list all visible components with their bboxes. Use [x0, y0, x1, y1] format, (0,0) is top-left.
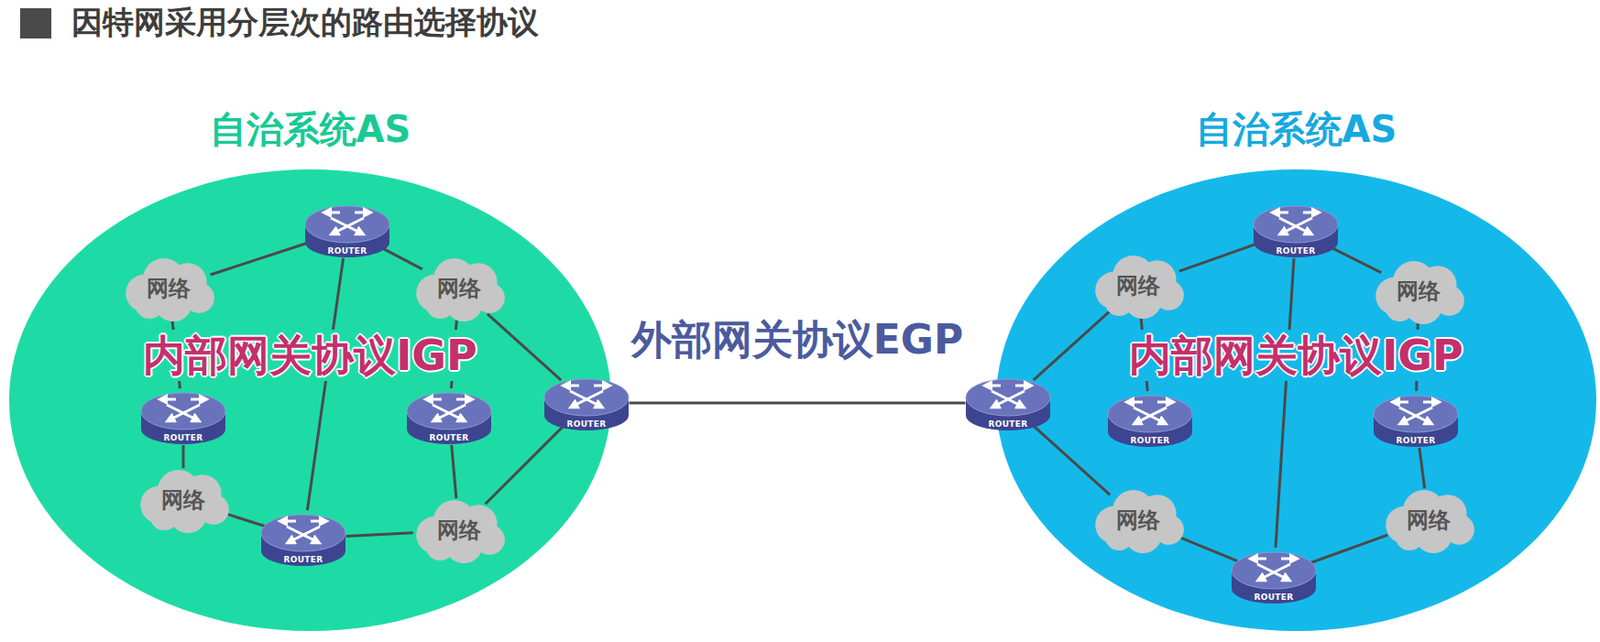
- router-arrow: [168, 405, 200, 421]
- router-top: [261, 515, 346, 552]
- router-arrow: [332, 218, 364, 234]
- router-label: ROUTER: [164, 433, 204, 444]
- router-icon: ROUTER: [1371, 390, 1460, 450]
- cloud-label: 网络: [437, 516, 482, 545]
- system-heading: 自治系统AS: [8, 107, 613, 152]
- cloud-label: 网络: [146, 274, 191, 303]
- router-icon: ROUTER: [1251, 200, 1340, 260]
- router-arrow: [354, 211, 370, 215]
- router-arrow: [1281, 558, 1296, 561]
- router-arrow: [564, 384, 580, 388]
- router-icon: ROUTER: [964, 373, 1053, 433]
- router-arrow: [288, 526, 320, 543]
- network-cloud: 网络: [411, 497, 507, 564]
- router-label: ROUTER: [1130, 436, 1171, 447]
- router-icon: ROUTER: [1229, 547, 1318, 606]
- network-cloud: 网络: [1380, 487, 1477, 554]
- router-top: [1231, 552, 1316, 590]
- router-top: [141, 393, 226, 430]
- router-arrow: [986, 384, 1001, 388]
- link-label-holder: 外部网关协议EGP: [631, 317, 964, 364]
- router-icon: ROUTER: [1106, 390, 1195, 450]
- system-heading: 自治系统AS: [995, 107, 1598, 152]
- network-cloud: 网络: [1370, 258, 1467, 325]
- router-label: ROUTER: [988, 419, 1029, 430]
- router-label: ROUTER: [429, 433, 470, 444]
- autonomous-system: 自治系统AS内部网关协议IGPROUTER网络网络ROUTERROUTERROU…: [8, 107, 613, 633]
- router-arrow: [1303, 211, 1318, 215]
- router-arrow: [1281, 218, 1313, 234]
- router-top: [1373, 395, 1458, 433]
- router-top: [1253, 206, 1338, 243]
- autonomous-system: 自治系统AS内部网关协议IGPROUTER网络网络ROUTERROUTERROU…: [995, 107, 1598, 633]
- router-icon: ROUTER: [259, 509, 348, 569]
- router-icon: ROUTER: [405, 387, 494, 447]
- router-top: [1107, 395, 1193, 433]
- router-top: [305, 206, 390, 243]
- router-arrow: [434, 405, 466, 421]
- router-arrow: [325, 211, 340, 215]
- router-arrow: [1423, 401, 1438, 405]
- network-cloud: 网络: [1090, 487, 1186, 554]
- router-arrow: [1259, 564, 1291, 581]
- router-icon: ROUTER: [542, 373, 631, 433]
- system-ellipse: [996, 169, 1597, 632]
- link-line: [182, 445, 186, 469]
- protocol-label: 内部网关协议IGP: [137, 329, 483, 383]
- router-top: [544, 379, 629, 417]
- protocol-label: 内部网关协议IGP: [1123, 329, 1469, 383]
- cloud-label: 网络: [161, 486, 206, 515]
- router-label: ROUTER: [567, 419, 607, 430]
- cloud-label: 网络: [1396, 277, 1441, 306]
- cloud-label: 网络: [1116, 272, 1161, 300]
- router-arrow: [456, 398, 472, 402]
- router-arrow: [993, 391, 1025, 407]
- router-label: ROUTER: [284, 555, 324, 566]
- title-holder: 因特网采用分层次的路由选择协议: [71, 2, 539, 42]
- cloud-label: 网络: [437, 274, 482, 303]
- router-arrow: [1015, 384, 1031, 388]
- router-icon: ROUTER: [139, 387, 228, 447]
- router-arrow: [1157, 401, 1173, 405]
- network-cloud: 网络: [1090, 252, 1186, 319]
- title-text: 因特网采用分层次的路由选择协议: [71, 2, 539, 42]
- router-label: ROUTER: [1254, 592, 1294, 603]
- router-arrow: [1135, 407, 1167, 424]
- router-arrow: [1128, 401, 1143, 405]
- router-arrow: [427, 398, 442, 402]
- router-arrow: [281, 520, 296, 524]
- network-cloud: 网络: [135, 467, 231, 534]
- router-label: ROUTER: [1276, 246, 1316, 257]
- router-label: ROUTER: [328, 246, 368, 257]
- title-bullet: [20, 8, 52, 39]
- router-arrow: [571, 391, 603, 407]
- router-icon: ROUTER: [303, 200, 392, 260]
- router-arrow: [1401, 407, 1433, 424]
- router-top: [965, 379, 1051, 417]
- link-line: [629, 402, 966, 406]
- router-arrow: [1251, 558, 1267, 561]
- system-ellipse: [9, 169, 612, 632]
- router-arrow: [161, 398, 176, 402]
- router-arrow: [190, 398, 206, 402]
- router-arrow: [593, 384, 609, 388]
- router-arrow: [1393, 401, 1409, 405]
- router-label: ROUTER: [1396, 436, 1436, 447]
- cloud-label: 网络: [1116, 506, 1161, 535]
- network-cloud: 网络: [120, 255, 217, 322]
- network-cloud: 网络: [411, 255, 507, 322]
- protocol-label: 外部网关协议EGP: [631, 317, 964, 364]
- cloud-label: 网络: [1406, 506, 1451, 535]
- router-top: [406, 393, 492, 430]
- router-arrow: [1273, 211, 1289, 215]
- router-arrow: [310, 520, 326, 524]
